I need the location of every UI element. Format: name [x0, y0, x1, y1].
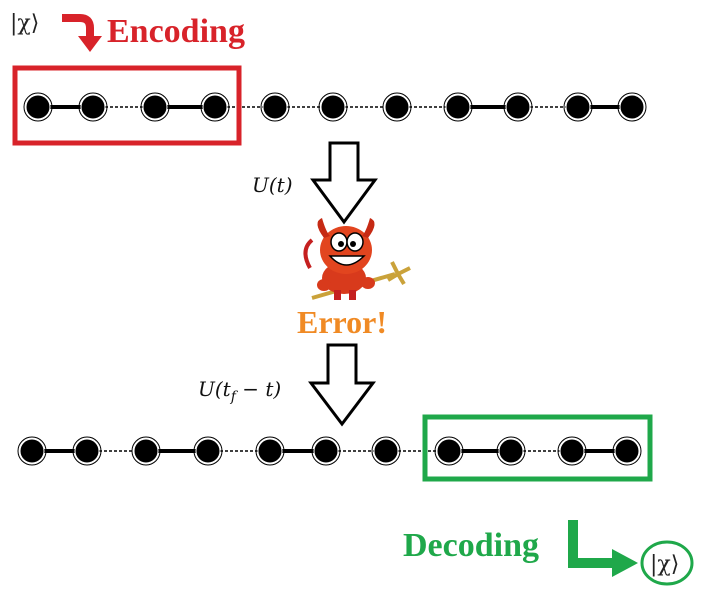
- spin-node-ring: [131, 436, 161, 466]
- decoding-label: Decoding: [403, 527, 539, 564]
- spin-node-ring: [617, 92, 647, 122]
- spin-node: [445, 94, 471, 120]
- spin-node: [74, 438, 100, 464]
- spin-node: [559, 438, 585, 464]
- spin-node-ring: [563, 92, 593, 122]
- spin-node-ring: [612, 436, 642, 466]
- spin-node: [505, 94, 531, 120]
- spin-node: [565, 94, 591, 120]
- reverse-evolution-arrow-icon: [307, 343, 377, 427]
- spin-node: [142, 94, 168, 120]
- bottom-spin-chain: [17, 436, 642, 466]
- spin-node-ring: [78, 92, 108, 122]
- spin-node-ring: [434, 436, 464, 466]
- encoding-arrow-icon: [62, 14, 102, 52]
- reverse-evolution-label: U(tf − t): [198, 377, 281, 405]
- spin-node-ring: [371, 436, 401, 466]
- spin-node-ring: [311, 436, 341, 466]
- encoding-label: Encoding: [107, 13, 245, 50]
- spin-node: [202, 94, 228, 120]
- spin-node: [25, 94, 51, 120]
- spin-node-ring: [193, 436, 223, 466]
- spin-node: [133, 438, 159, 464]
- spin-node: [313, 438, 339, 464]
- input-state-ket: |χ⟩: [10, 11, 39, 36]
- spin-node-ring: [260, 92, 290, 122]
- spin-node-ring: [382, 92, 412, 122]
- spin-node-ring: [496, 436, 526, 466]
- spin-node: [614, 438, 640, 464]
- spin-node: [320, 94, 346, 120]
- spin-node: [498, 438, 524, 464]
- spin-node: [195, 438, 221, 464]
- spin-node: [257, 438, 283, 464]
- spin-node-ring: [72, 436, 102, 466]
- spin-node: [436, 438, 462, 464]
- spin-node-ring: [23, 92, 53, 122]
- output-state-ket: |χ⟩: [650, 552, 679, 577]
- spin-node: [619, 94, 645, 120]
- top-spin-chain: [23, 92, 647, 122]
- spin-node-ring: [200, 92, 230, 122]
- spin-node: [373, 438, 399, 464]
- spin-node: [19, 438, 45, 464]
- spin-node-ring: [557, 436, 587, 466]
- decoding-box: [422, 414, 653, 482]
- spin-node-ring: [255, 436, 285, 466]
- devil-icon: [303, 218, 411, 300]
- spin-node: [80, 94, 106, 120]
- encoding-box: [12, 65, 242, 146]
- decoding-arrow-icon: [568, 520, 638, 577]
- spin-node-ring: [17, 436, 47, 466]
- spin-node-ring: [318, 92, 348, 122]
- error-label: Error!: [297, 304, 387, 340]
- forward-evolution-arrow-icon: [310, 141, 378, 225]
- spin-node: [384, 94, 410, 120]
- spin-node: [262, 94, 288, 120]
- spin-node-ring: [443, 92, 473, 122]
- spin-node-ring: [140, 92, 170, 122]
- forward-evolution-label: U(t): [252, 173, 293, 197]
- output-state-circle: [640, 540, 694, 586]
- spin-node-ring: [503, 92, 533, 122]
